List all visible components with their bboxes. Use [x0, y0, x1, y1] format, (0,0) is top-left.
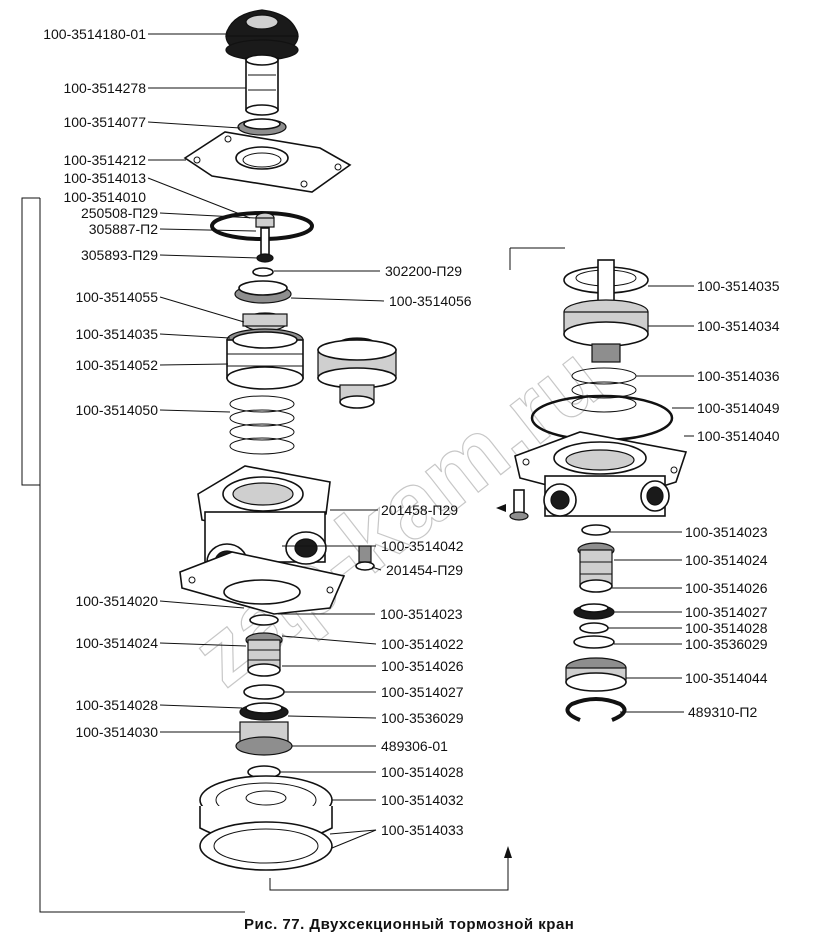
part-label-center-9: 100-3514027	[381, 684, 464, 700]
part-washer-056	[234, 267, 292, 304]
part-label-right-10: 100-3514028	[685, 620, 768, 636]
part-label-right-13: 489310-П2	[688, 704, 757, 720]
part-label-center-8: 100-3514026	[381, 658, 464, 674]
part-piston-052	[226, 328, 304, 390]
part-nut-screw	[255, 212, 275, 263]
part-label-center-12: 100-3514028	[381, 764, 464, 780]
part-label-left-5: 100-3514013	[63, 170, 146, 186]
part-label-left-13: 100-3514050	[75, 402, 158, 418]
part-spring-050	[229, 395, 295, 455]
part-main-body	[179, 465, 346, 615]
assembly-brackets	[21, 197, 565, 913]
part-label-left-1: 100-3514180-01	[43, 26, 146, 42]
part-label-center-11: 489306-01	[381, 738, 448, 754]
part-label-left-14: 100-3514020	[75, 593, 158, 609]
part-bottom-cover	[199, 775, 333, 871]
part-label-left-11: 100-3514035	[75, 326, 158, 342]
part-label-center-1: 302200-П29	[385, 263, 462, 279]
part-label-left-12: 100-3514052	[75, 357, 158, 373]
part-labels: 100-3514180-01 100-3514278 100-3514077 100-…	[43, 26, 780, 838]
part-right-body-040	[514, 431, 688, 517]
part-side-valve	[317, 337, 397, 409]
part-label-center-10: 100-3536029	[381, 710, 464, 726]
right-assembly	[509, 259, 688, 722]
part-label-right-6: 100-3514023	[685, 524, 768, 540]
part-piston-055	[242, 312, 288, 332]
part-right-lower-stack	[565, 524, 627, 692]
part-label-left-8: 305887-П2	[89, 221, 158, 237]
part-label-left-4: 100-3514212	[63, 152, 146, 168]
part-label-right-1: 100-3514035	[697, 278, 780, 294]
part-label-right-2: 100-3514034	[697, 318, 780, 334]
part-label-left-16: 100-3514028	[75, 697, 158, 713]
figure-caption: Рис. 77. Двухсекционный тормозной кран	[244, 916, 574, 933]
part-label-right-7: 100-3514024	[685, 552, 768, 568]
part-label-right-11: 100-3536029	[685, 636, 768, 652]
part-plunger	[245, 54, 279, 116]
part-label-right-9: 100-3514027	[685, 604, 768, 620]
part-label-center-6: 100-3514023	[380, 606, 463, 622]
part-label-right-5: 100-3514040	[697, 428, 780, 444]
part-label-center-14: 100-3514033	[381, 822, 464, 838]
part-label-left-6: 100-3514010	[63, 189, 146, 205]
part-label-left-2: 100-3514278	[63, 80, 146, 96]
part-label-left-10: 100-3514055	[75, 289, 158, 305]
part-right-piston-034	[563, 299, 649, 363]
part-label-left-3: 100-3514077	[63, 114, 146, 130]
left-assembly	[179, 9, 397, 871]
part-plug-201454	[355, 545, 375, 571]
leader-lines	[147, 33, 694, 849]
part-label-center-3: 201458-П29	[381, 502, 458, 518]
part-label-right-8: 100-3514026	[685, 580, 768, 596]
part-label-center-4: 100-3514042	[381, 538, 464, 554]
part-boot	[225, 9, 299, 61]
part-ring-077	[237, 118, 287, 136]
part-label-center-2: 100-3514056	[389, 293, 472, 309]
part-snap-ring-489310	[565, 697, 627, 722]
part-label-center-7: 100-3514022	[381, 636, 464, 652]
part-label-left-15: 100-3514024	[75, 635, 158, 651]
part-top-plate	[183, 131, 352, 193]
part-label-right-12: 100-3514044	[685, 670, 768, 686]
part-label-left-7: 250508-П29	[81, 205, 158, 221]
part-label-right-3: 100-3514036	[697, 368, 780, 384]
part-label-left-17: 100-3514030	[75, 724, 158, 740]
part-label-left-9: 305893-П29	[81, 247, 158, 263]
part-bolt-201458	[509, 489, 529, 521]
part-lower-stack	[235, 614, 293, 779]
part-label-center-13: 100-3514032	[381, 792, 464, 808]
part-label-center-5: 201454-П29	[386, 562, 463, 578]
part-label-right-4: 100-3514049	[697, 400, 780, 416]
